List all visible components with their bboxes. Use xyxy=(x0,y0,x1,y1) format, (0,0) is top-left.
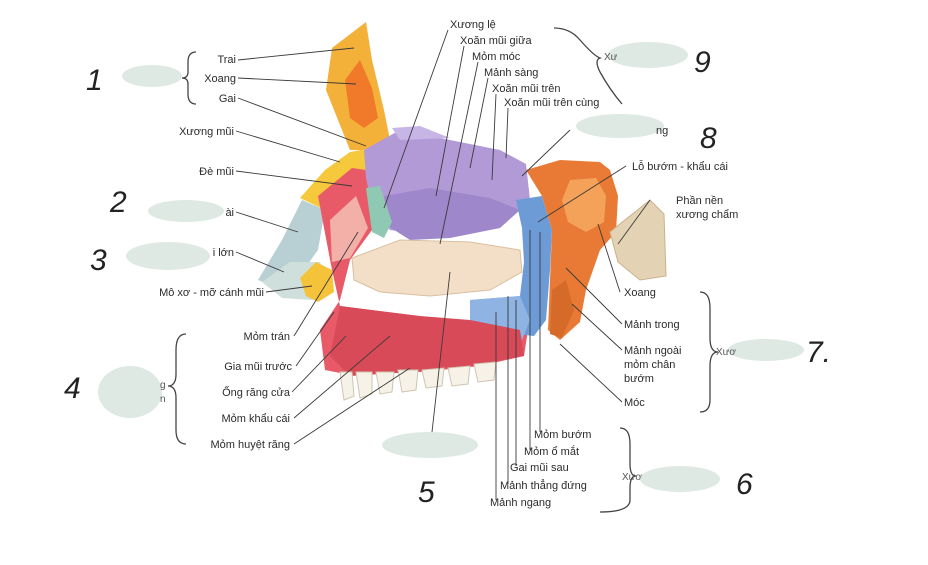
leader-lines xyxy=(235,29,651,500)
redaction-6 xyxy=(640,466,720,492)
label-ong-rang-cua: Ống răng cửa xyxy=(222,385,291,399)
handwritten-9: 9 xyxy=(694,46,711,79)
brace-sphenoid xyxy=(699,291,719,413)
redaction-1 xyxy=(122,65,182,87)
label-manh-trong: Mảnh trong xyxy=(624,319,680,331)
brace-frontal xyxy=(181,51,197,105)
label-xoang-frontal: Xoang xyxy=(204,73,236,85)
handwritten-7: 7. xyxy=(806,336,831,369)
label-mom-khau-cai: Mỏm khẩu cái xyxy=(222,413,290,425)
redaction-2 xyxy=(148,200,224,222)
frontal-sinus xyxy=(345,60,378,128)
label-mom-o-mat: Mỏm ổ mắt xyxy=(524,445,579,458)
inferior-concha xyxy=(351,239,523,297)
tooth xyxy=(397,369,419,393)
brace-ethmoid xyxy=(553,27,623,105)
tooth xyxy=(339,371,355,401)
label-phan-nen: Phần nền xyxy=(676,195,723,207)
redaction-4 xyxy=(98,366,162,418)
label-mom-buom: Mỏm bướm xyxy=(534,429,591,441)
occipital-basilar-part xyxy=(609,199,667,281)
label-mom-tran: Mỏm trán xyxy=(244,331,290,343)
label-lo-buom-khau-cai: Lỗ bướm - khẩu cái xyxy=(632,160,728,173)
label-ai-fragment: ài xyxy=(225,207,234,219)
tooth xyxy=(473,361,497,383)
label-xoan-mui-tren: Xoăn mũi trên xyxy=(492,83,560,95)
alar-cartilage xyxy=(300,262,334,302)
brace-maxilla xyxy=(167,333,187,445)
sphenoid-sinus xyxy=(562,178,606,232)
label-mo-xo-mo: Mô xơ - mỡ cánh mũi xyxy=(159,287,264,299)
group-label-top: Xư xyxy=(604,52,618,63)
label-buom: bướm xyxy=(624,373,654,385)
brace-palatine xyxy=(599,427,637,513)
label-manh-ngoai: Mảnh ngoài xyxy=(624,345,682,357)
label-gai-mui-truoc: Gia mũi trước xyxy=(224,361,292,373)
label-xuong-mui: Xương mũi xyxy=(179,126,234,138)
label-gai: Gai xyxy=(219,93,236,105)
group-label-left-g: g xyxy=(160,380,166,391)
redaction-7 xyxy=(728,339,804,361)
middle-concha xyxy=(384,188,520,240)
group-braces xyxy=(167,27,719,513)
pterygoid-plate-medial xyxy=(550,280,574,338)
handwritten-6: 6 xyxy=(736,468,753,501)
label-ng-fragment: ng xyxy=(656,125,668,137)
tooth xyxy=(375,371,395,395)
teeth-row xyxy=(339,361,497,401)
label-manh-sang: Mảnh sàng xyxy=(484,67,538,79)
tooth xyxy=(421,367,445,389)
handwritten-3: 3 xyxy=(90,244,107,277)
handwritten-5: 5 xyxy=(418,476,435,509)
ethmoid-cribriform-region xyxy=(392,126,450,140)
redaction-9 xyxy=(608,42,688,68)
group-label-bottom: Xươ xyxy=(622,472,642,483)
label-manh-thang-dung: Mảnh thẳng đứng xyxy=(500,479,587,492)
nasal-cartilage xyxy=(258,200,325,290)
label-gai-mui-sau: Gai mũi sau xyxy=(510,462,569,474)
tooth xyxy=(447,365,471,387)
handwritten-4: 4 xyxy=(64,372,81,405)
label-de-mui: Đè mũi xyxy=(199,166,234,178)
label-lon-fragment: i lớn xyxy=(213,247,234,259)
redacted-labels xyxy=(98,42,804,492)
group-label-left-n: n xyxy=(160,394,166,405)
handwritten-2: 2 xyxy=(109,186,127,219)
label-moc: Móc xyxy=(624,397,645,409)
skull-illustration xyxy=(258,22,667,401)
handwritten-numbers: 1 2 3 4 5 6 7. 8 9 xyxy=(64,46,831,509)
handwritten-8: 8 xyxy=(700,122,717,155)
handwritten-1: 1 xyxy=(86,64,103,97)
maxilla-frontal-process xyxy=(330,196,368,262)
redaction-5 xyxy=(382,432,478,458)
label-mom-moc: Mỏm móc xyxy=(472,51,521,63)
label-xoan-mui-giua: Xoăn mũi giữa xyxy=(460,35,532,47)
redaction-3 xyxy=(126,242,210,270)
label-text: Trai Xoang Gai Xương mũi Đè mũi ài i lớn… xyxy=(159,19,738,509)
label-mom-chan: mỏm chân xyxy=(624,359,675,371)
label-xoan-mui-tren-cung: Xoăn mũi trên cùng xyxy=(504,97,599,109)
label-xuong-cham: xương chẩm xyxy=(676,209,738,221)
hard-palate xyxy=(330,306,524,376)
label-manh-ngang: Mảnh ngang xyxy=(490,497,551,509)
tooth xyxy=(355,371,373,399)
lacrimal-bone xyxy=(366,186,392,238)
redaction-8 xyxy=(576,114,664,138)
label-xoang-sphenoid: Xoang xyxy=(624,287,656,299)
label-trai: Trai xyxy=(217,54,236,66)
label-xuong-le: Xương lệ xyxy=(450,19,496,31)
group-label-right: Xươ xyxy=(716,347,736,358)
label-mom-huyet-rang: Mỏm huyệt răng xyxy=(211,439,290,451)
